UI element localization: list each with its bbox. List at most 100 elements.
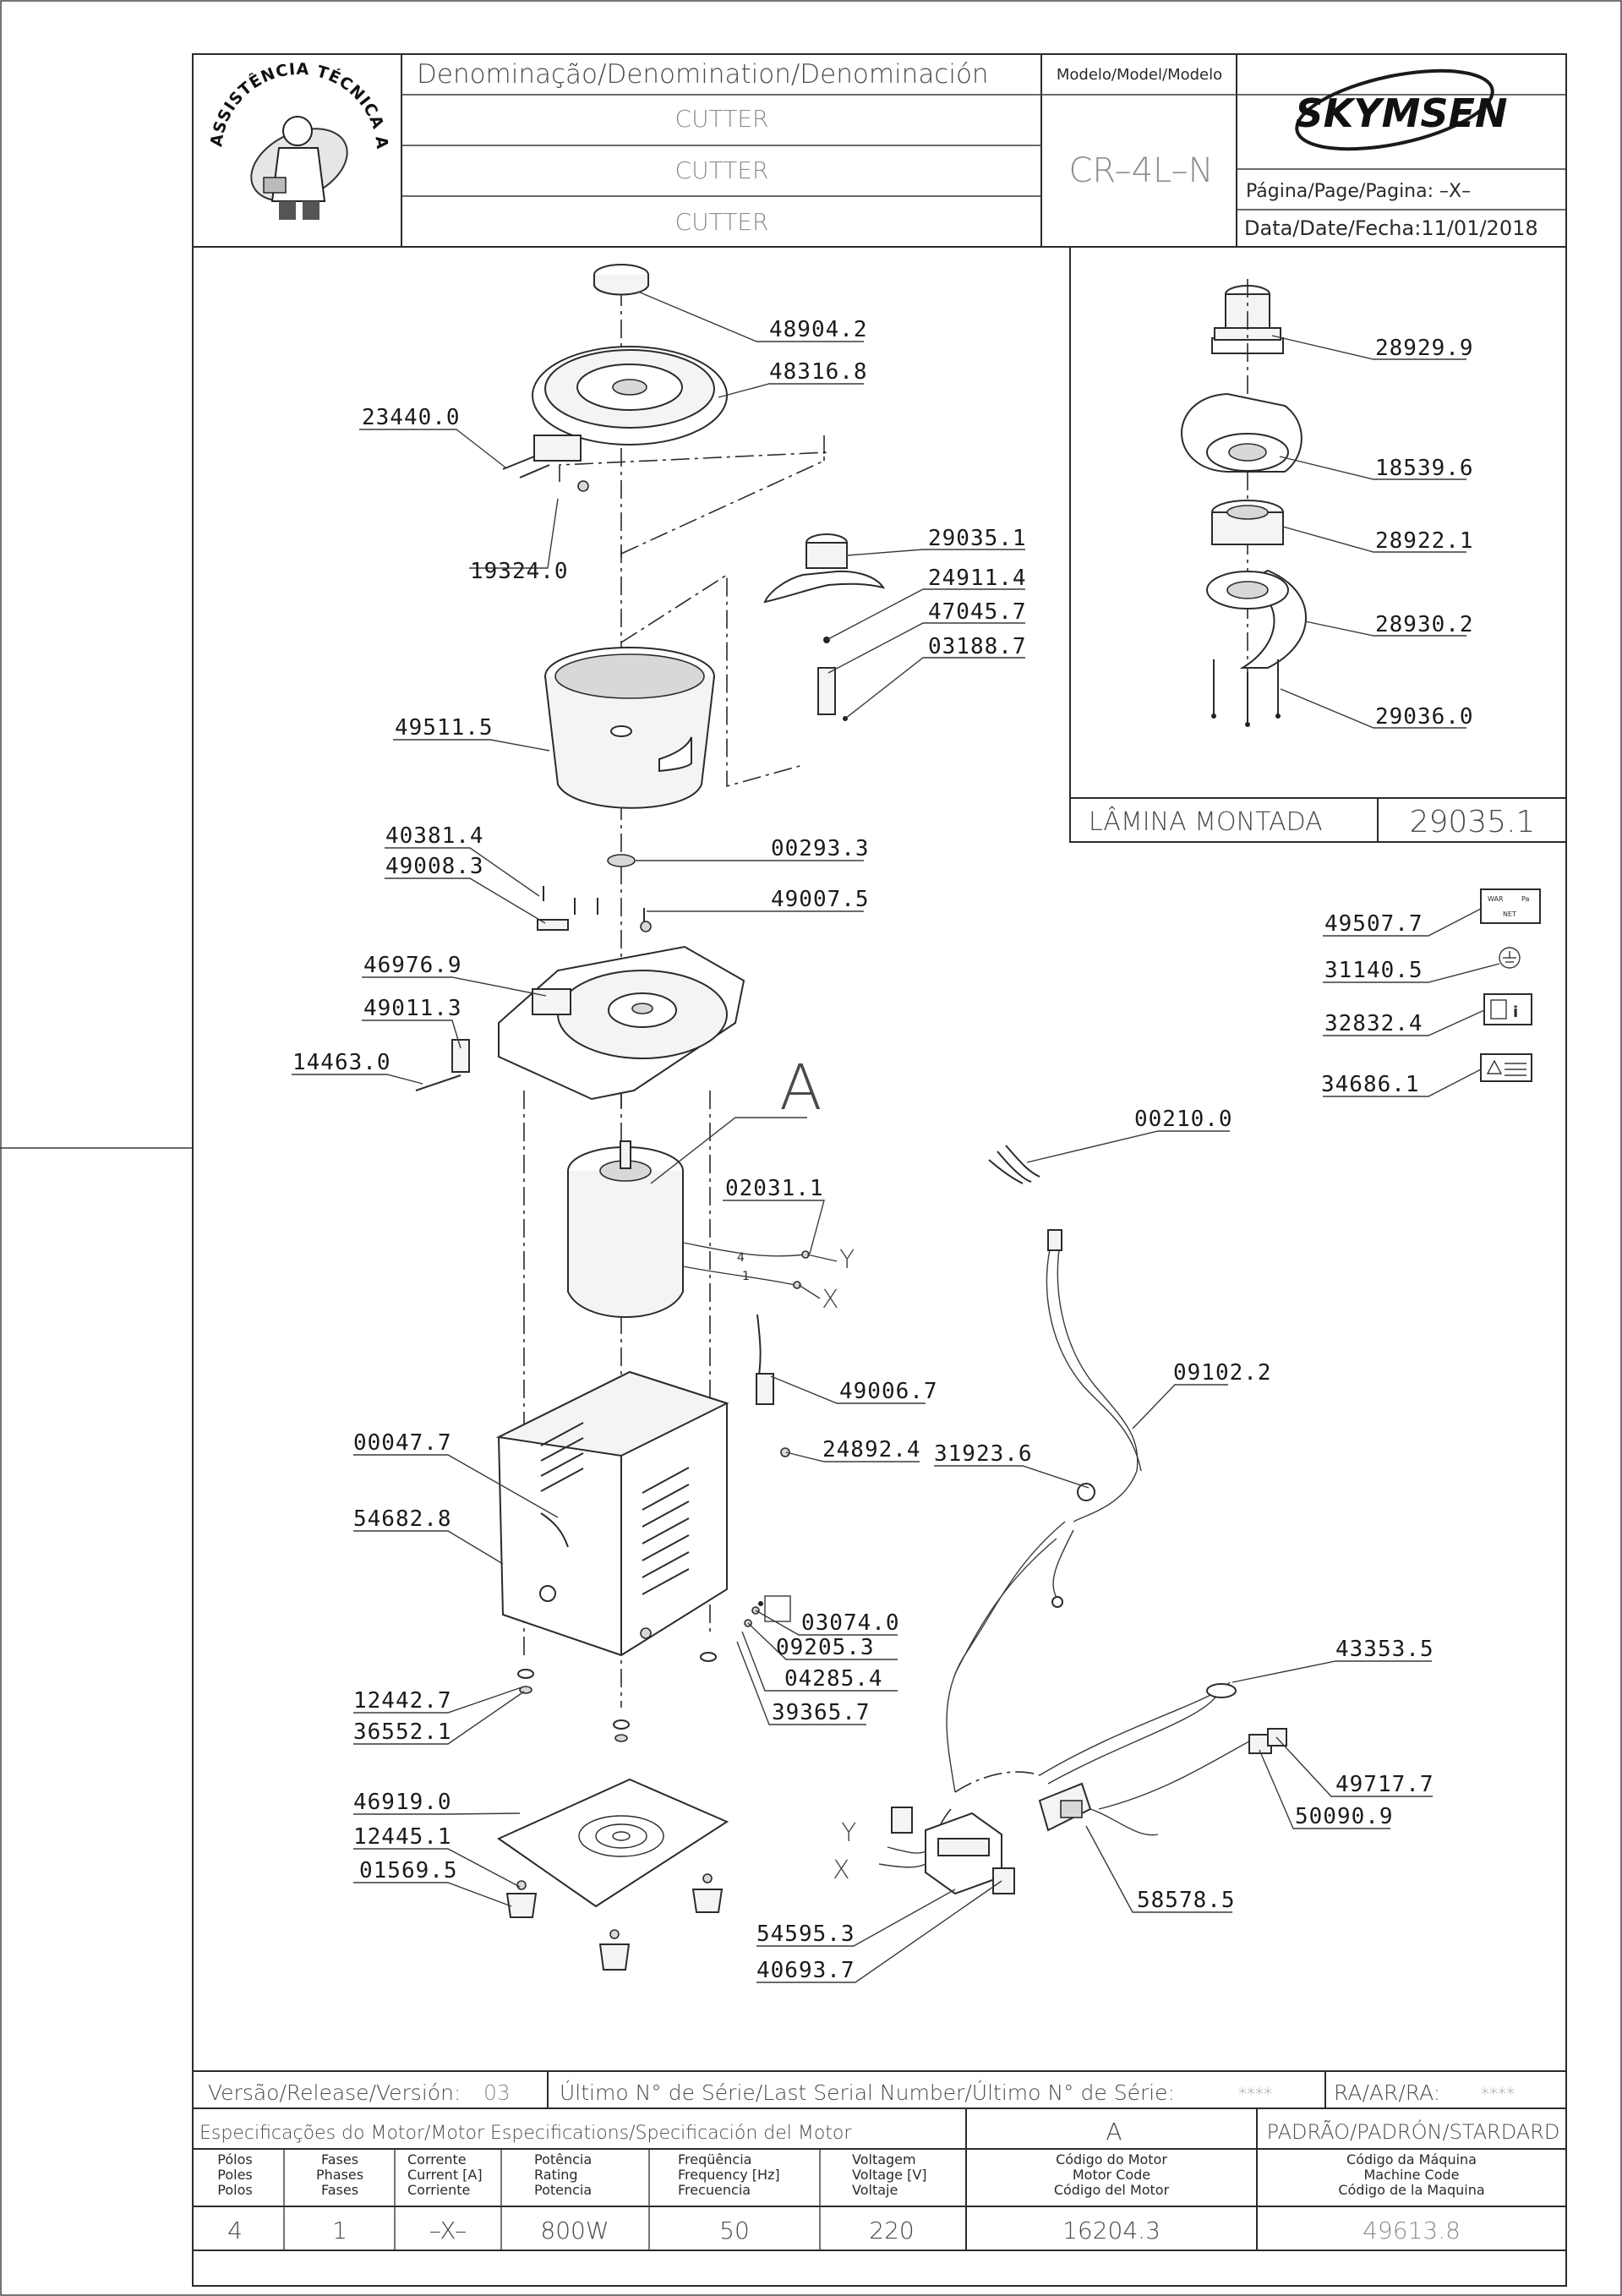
part-number-label: 09102.2 bbox=[1173, 1360, 1272, 1386]
col-header-line: Corriente bbox=[407, 2182, 470, 2198]
part-number-label: 34686.1 bbox=[1321, 1072, 1420, 1097]
inset-part-label: 29036.0 bbox=[1375, 704, 1474, 730]
col-header-line: Código da Máquina bbox=[1346, 2151, 1477, 2168]
value-machine-code: 49613.8 bbox=[1363, 2217, 1461, 2244]
motor-callout-letter: A bbox=[779, 1052, 822, 1124]
inset-part-label: 18539.6 bbox=[1375, 456, 1474, 481]
part-number-label: 03074.0 bbox=[801, 1610, 900, 1636]
inset-part-label: 28922.1 bbox=[1375, 528, 1474, 554]
column-rating: Potência Rating Potencia bbox=[534, 2151, 592, 2198]
skymsen-logo: SKYMSEN bbox=[1295, 68, 1508, 151]
column-phases: Fases Phases Fases bbox=[316, 2151, 363, 2198]
col-header-line: Corrente bbox=[407, 2151, 467, 2168]
part-number-label: 48316.8 bbox=[769, 359, 868, 385]
col-header-line: Motor Code bbox=[1073, 2167, 1150, 2183]
part-number-label: 24911.4 bbox=[928, 566, 1027, 591]
part-number-label: 39365.7 bbox=[772, 1700, 871, 1725]
col-header-line: Frequency [Hz] bbox=[678, 2167, 780, 2183]
col-header-line: Potencia bbox=[534, 2182, 592, 2198]
part-number-label: 47045.7 bbox=[928, 599, 1027, 625]
part-number-label: 04285.4 bbox=[784, 1666, 883, 1692]
model-value: CR–4L–N bbox=[1068, 151, 1213, 190]
part-number-label: 48904.2 bbox=[769, 317, 868, 342]
plate-text: Pa bbox=[1521, 895, 1529, 903]
part-number-label: 36552.1 bbox=[353, 1719, 452, 1745]
col-header-line: Voltaje bbox=[852, 2182, 898, 2198]
part-number-label: 40381.4 bbox=[385, 823, 484, 849]
part-number-label: 12442.7 bbox=[353, 1688, 452, 1714]
column-voltage: Voltagem Voltage [V] Voltaje bbox=[852, 2151, 927, 2198]
wire-label-x: X bbox=[822, 1285, 839, 1315]
column-motor-code: Código do Motor Motor Code Código del Mo… bbox=[1054, 2151, 1170, 2198]
col-header-line: Rating bbox=[534, 2167, 578, 2183]
denomination-es: CUTTER bbox=[675, 208, 769, 236]
denomination-en: CUTTER bbox=[675, 156, 769, 184]
col-header-line: Voltage [V] bbox=[852, 2167, 927, 2183]
part-number-label: 58578.5 bbox=[1137, 1888, 1236, 1913]
wire-label-y: Y bbox=[839, 1245, 855, 1275]
col-header-line: Poles bbox=[217, 2167, 253, 2183]
col-header-line: Código do Motor bbox=[1056, 2151, 1167, 2168]
part-number-label: 32832.4 bbox=[1324, 1011, 1423, 1036]
part-number-label: 46976.9 bbox=[363, 953, 462, 978]
serial-value: **** bbox=[1238, 2084, 1272, 2104]
title-block: Denominação/Denomination/Denominación CU… bbox=[0, 0, 1566, 248]
brand-name: SKYMSEN bbox=[1296, 90, 1508, 136]
info-glyph: i bbox=[1513, 1003, 1518, 1021]
part-number-label: 09205.3 bbox=[776, 1635, 875, 1660]
svg-text:ASSISTÊNCIA TÉCNICA AUTORIZADA: ASSISTÊNCIA TÉCNICA AUTORIZADA bbox=[0, 0, 391, 150]
part-number-label: 00047.7 bbox=[353, 1430, 452, 1456]
authorized-assistance-seal: ASSISTÊNCIA TÉCNICA AUTORIZADA bbox=[0, 0, 391, 220]
part-number-label: 54682.8 bbox=[353, 1506, 452, 1532]
column-poles: Pólos Poles Polos bbox=[217, 2151, 253, 2198]
value-poles: 4 bbox=[227, 2217, 243, 2244]
col-header-line: Potência bbox=[534, 2151, 592, 2168]
plate-text: NET bbox=[1503, 910, 1516, 918]
part-number-label: 03188.7 bbox=[928, 634, 1027, 659]
wire-number-4: 4 bbox=[737, 1251, 745, 1265]
column-current: Corrente Current [A] Corriente bbox=[407, 2151, 483, 2198]
part-number-label: 12445.1 bbox=[353, 1824, 452, 1850]
col-header-line: Fases bbox=[321, 2182, 358, 2198]
grille-pattern bbox=[578, 1815, 664, 1857]
decals: WAR Pa NET i bbox=[1480, 888, 1541, 1082]
serial-label: Último N° de Série/Last Serial Number/Úl… bbox=[560, 2080, 1175, 2105]
contactor-label-x: X bbox=[833, 1856, 850, 1885]
value-frequency: 50 bbox=[719, 2217, 750, 2244]
part-number-label: 19324.0 bbox=[470, 559, 569, 584]
exploded-view: 4 1 bbox=[415, 264, 1541, 1971]
part-number-label: 49511.5 bbox=[395, 715, 494, 741]
inset-code: 29035.1 bbox=[1410, 805, 1536, 839]
ra-label: RA/AR/RA: bbox=[1334, 2080, 1440, 2105]
col-header-line: Phases bbox=[316, 2167, 363, 2183]
col-header-line: Pólos bbox=[217, 2151, 252, 2168]
part-number-label: 01569.5 bbox=[359, 1858, 458, 1883]
column-frequency: Freqüência Frequency [Hz] Frecuencia bbox=[678, 2151, 780, 2198]
part-number-label: 49011.3 bbox=[363, 996, 462, 1021]
part-leaders bbox=[292, 291, 1500, 1983]
part-number-label: 31923.6 bbox=[934, 1441, 1033, 1467]
part-number-label: 49507.7 bbox=[1324, 911, 1423, 937]
page-label: Página/Page/Pagina: –X– bbox=[1246, 181, 1471, 202]
part-number-label: 49008.3 bbox=[385, 854, 484, 879]
col-header-line: Polos bbox=[217, 2182, 252, 2198]
version-label: Versão/Release/Versión: bbox=[208, 2080, 461, 2105]
contactor-label-y: Y bbox=[841, 1818, 856, 1848]
date-label: Data/Date/Fecha:11/01/2018 bbox=[1244, 216, 1538, 240]
blade-assembly-inset: LÂMINA MONTADA 29035.1 28929.9 bbox=[1069, 246, 1567, 843]
inset-part-label: 28929.9 bbox=[1375, 336, 1474, 361]
motor-spec-table: Versão/Release/Versión: 03 Último N° de … bbox=[193, 2070, 1566, 2251]
part-number-label: 49717.7 bbox=[1335, 1772, 1434, 1797]
denomination-pt: CUTTER bbox=[675, 105, 769, 133]
seal-arc-text: ASSISTÊNCIA TÉCNICA AUTORIZADA bbox=[0, 0, 390, 150]
standard-label: PADRÃO/PADRÓN/STARDARD bbox=[1267, 2118, 1560, 2144]
part-number-label: 46919.0 bbox=[353, 1790, 452, 1815]
part-number-label: 54595.3 bbox=[756, 1922, 855, 1947]
version-value: 03 bbox=[483, 2080, 511, 2105]
part-number-label: 49006.7 bbox=[839, 1379, 938, 1404]
value-voltage: 220 bbox=[869, 2217, 914, 2244]
part-number-label: 40693.7 bbox=[756, 1958, 855, 1983]
part-number-label: 02031.1 bbox=[725, 1176, 824, 1201]
col-header-line: Fases bbox=[321, 2151, 358, 2168]
